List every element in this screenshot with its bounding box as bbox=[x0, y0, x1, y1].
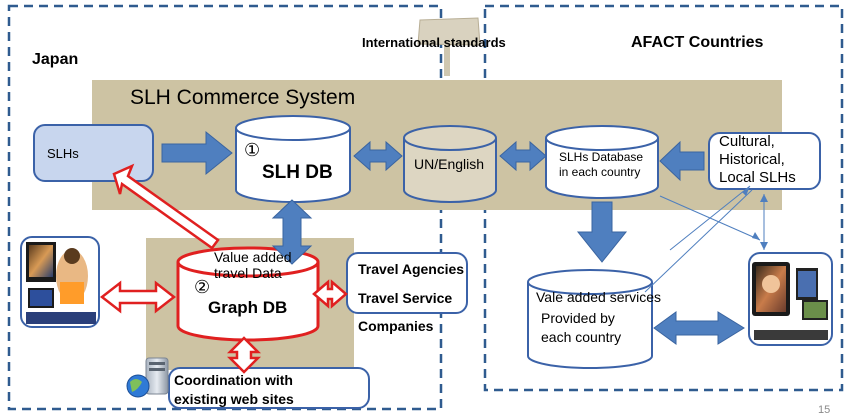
page-number: 15 bbox=[818, 404, 831, 416]
coordination-box bbox=[168, 367, 370, 409]
red-arrow-photo-graphdb bbox=[99, 280, 177, 314]
arrow-cultural-to-slhsdb bbox=[659, 140, 705, 182]
red-arrow-graphdb-coordination bbox=[226, 336, 262, 374]
arrow-vale-photo bbox=[653, 311, 745, 345]
international-title: International standards bbox=[362, 35, 506, 50]
right-photo-collage bbox=[752, 262, 828, 340]
provided-line2: each country bbox=[541, 329, 622, 345]
slhs-box bbox=[33, 124, 154, 182]
red-arrow-graphdb-agencies bbox=[312, 279, 348, 309]
slhs-label: SLHs bbox=[47, 146, 79, 161]
arrow-slhdb-graphdb bbox=[271, 199, 313, 265]
cultural-line3: Local SLHs bbox=[719, 169, 796, 186]
slh-db-cylinder bbox=[235, 115, 351, 203]
companies-label: Companies bbox=[358, 318, 434, 334]
signpost-pole bbox=[444, 44, 450, 76]
travel-agencies-label: Travel Agencies bbox=[358, 261, 465, 277]
signpost-board bbox=[417, 17, 481, 46]
graph-db-label: Graph DB bbox=[208, 298, 288, 317]
vale-added-label: Vale added services bbox=[536, 289, 662, 305]
provided-line1: Provided by bbox=[541, 310, 615, 326]
graph-value-line2: travel Data bbox=[214, 265, 282, 281]
slh-db-number: ① bbox=[244, 140, 261, 160]
slhs-database-cylinder bbox=[545, 125, 659, 199]
red-arrow-slhs-graphdb bbox=[112, 163, 220, 250]
thin-connectors bbox=[644, 185, 765, 293]
arrow-slhsdb-vale bbox=[576, 201, 628, 263]
coordination-line1: Coordination with bbox=[174, 372, 293, 388]
slhs-database-line1: SLHs Database bbox=[559, 150, 644, 164]
un-english-cylinder bbox=[403, 125, 497, 203]
japan-title: Japan bbox=[32, 51, 79, 68]
travel-service-label: Travel Service bbox=[358, 290, 453, 306]
cultural-line2: Historical, bbox=[719, 151, 785, 168]
arrow-slhdb-un bbox=[353, 140, 403, 172]
cultural-line1: Cultural, bbox=[719, 133, 775, 150]
graph-db-number: ② bbox=[194, 277, 211, 297]
vale-added-cylinder bbox=[527, 269, 653, 369]
server-globe-icon bbox=[126, 357, 169, 398]
afact-title: AFACT Countries bbox=[631, 34, 764, 51]
un-english-label: UN/English bbox=[414, 156, 485, 172]
system-title: SLH Commerce System bbox=[130, 86, 356, 109]
slhs-database-line2: in each country bbox=[559, 165, 641, 179]
slh-db-label: SLH DB bbox=[262, 162, 333, 183]
travel-agencies-box bbox=[346, 252, 468, 314]
graph-value-line1: Value added bbox=[214, 249, 292, 265]
cultural-box bbox=[708, 132, 821, 190]
coordination-line2: existing web sites bbox=[174, 391, 294, 407]
left-photo-collage bbox=[26, 242, 96, 324]
arrow-slhs-to-slhdb bbox=[161, 130, 233, 176]
thin-connector-heads bbox=[742, 186, 768, 250]
arrow-un-slhsdb bbox=[499, 140, 547, 172]
